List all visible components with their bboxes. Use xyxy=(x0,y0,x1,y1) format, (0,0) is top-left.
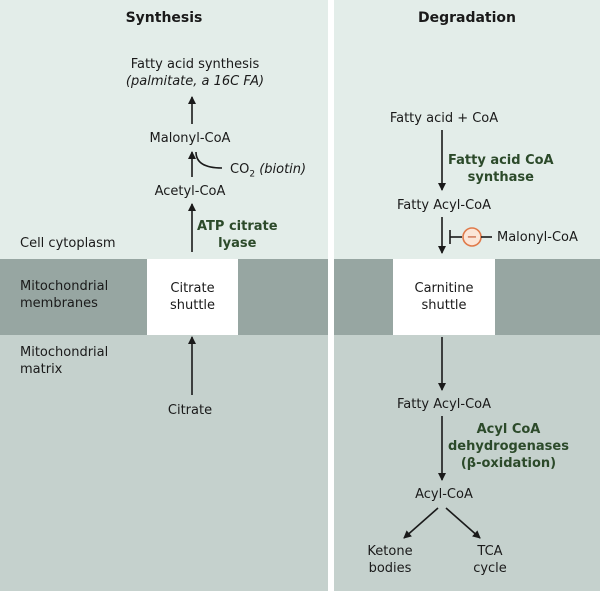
membranes-label-line1: Mitochondrial xyxy=(20,279,109,294)
synthesis-arrows xyxy=(188,96,223,395)
malonyl-coa-node: Malonyl-CoA xyxy=(149,131,231,146)
tca-cycle-node: TCA cycle xyxy=(458,543,522,577)
co2-branch-curve xyxy=(195,151,223,169)
cytoplasm-label: Cell cytoplasm xyxy=(20,236,116,251)
ketone-bodies-line2: bodies xyxy=(368,561,412,576)
degradation-arrows: − xyxy=(403,130,492,539)
fatty-acid-synthesis-node: Fatty acid synthesis (palmitate, a 16C F… xyxy=(110,56,280,90)
fatty-acid-synthesis-note: (palmitate, a 16C FA) xyxy=(125,74,265,89)
degradation-title: Degradation xyxy=(417,10,517,26)
membranes-label: Mitochondrial membranes xyxy=(20,278,108,312)
degradation-panel: Degradation Fatty acid + CoA Fatty acid … xyxy=(334,0,600,591)
citrate-shuttle-box xyxy=(147,259,238,335)
beta-oxidation-line: (β-oxidation) xyxy=(460,456,557,471)
citrate-shuttle-line2: shuttle xyxy=(169,298,216,313)
matrix-label-line1: Mitochondrial xyxy=(20,345,109,360)
fatty-acyl-coa-top-node: Fatty Acyl-CoA xyxy=(396,198,491,213)
citrate-shuttle-line1: Citrate xyxy=(170,281,215,296)
co2-biotin-label: CO2 (biotin) xyxy=(230,161,306,184)
fatty-acid-synthesis-label: Fatty acid synthesis xyxy=(130,57,260,72)
matrix-region xyxy=(334,335,600,591)
acyl-coa-dehydrogenases-label: Acyl CoA dehydrogenases (β-oxidation) xyxy=(448,421,569,472)
carnitine-shuttle-box xyxy=(393,259,495,335)
tca-cycle-line2: cycle xyxy=(473,561,507,576)
membranes-label-line2: membranes xyxy=(20,296,98,311)
matrix-region xyxy=(0,335,328,591)
atp-citrate-lyase-label: ATP citrate lyase xyxy=(197,218,278,252)
arrow-acyl-coa-to-ketone xyxy=(403,507,439,539)
ketone-bodies-node: Ketone bodies xyxy=(358,543,422,577)
citrate-shuttle-label: Citrate shuttle xyxy=(147,280,238,314)
carnitine-shuttle-label: Carnitine shuttle xyxy=(393,280,495,314)
biotin-note: (biotin) xyxy=(259,162,307,177)
fatty-acyl-coa-bottom-node: Fatty Acyl-CoA xyxy=(396,397,491,412)
ketone-bodies-line1: Ketone xyxy=(367,544,413,559)
carnitine-shuttle-line1: Carnitine xyxy=(414,281,474,296)
atp-citrate-lyase-line2: lyase xyxy=(218,236,257,251)
citrate-node: Citrate xyxy=(167,403,213,418)
tca-cycle-line1: TCA xyxy=(477,544,503,559)
cytoplasm-region xyxy=(0,0,328,259)
fatty-acid-coa-synthase-line1: Fatty acid CoA xyxy=(448,153,554,168)
synthesis-panel: Synthesis Cell cytoplasm Mitochondrial m… xyxy=(0,0,328,591)
arrow-acyl-coa-to-tca xyxy=(445,507,481,539)
fatty-acid-coa-node: Fatty acid + CoA xyxy=(389,111,499,126)
cytoplasm-region xyxy=(334,0,600,259)
acyl-coa-dehydrogenases-line1: Acyl CoA xyxy=(476,422,541,437)
atp-citrate-lyase-line1: ATP citrate xyxy=(197,219,278,234)
acetyl-coa-node: Acetyl-CoA xyxy=(154,184,226,199)
co2-subscript: 2 xyxy=(249,169,256,180)
matrix-label-line2: matrix xyxy=(20,362,63,377)
fatty-acid-coa-synthase-label: Fatty acid CoA synthase xyxy=(448,152,554,186)
fatty-acid-coa-synthase-line2: synthase xyxy=(467,170,534,185)
malonyl-coa-inhibitor-label: Malonyl-CoA xyxy=(497,230,578,245)
co2-label: CO xyxy=(230,162,250,177)
acyl-coa-dehydrogenases-line2: dehydrogenases xyxy=(448,439,569,454)
matrix-label: Mitochondrial matrix xyxy=(20,344,108,378)
carnitine-shuttle-line2: shuttle xyxy=(421,298,467,313)
acyl-coa-node: Acyl-CoA xyxy=(415,487,473,502)
inhibitor-symbol: − xyxy=(467,230,478,245)
synthesis-title: Synthesis xyxy=(125,10,203,26)
